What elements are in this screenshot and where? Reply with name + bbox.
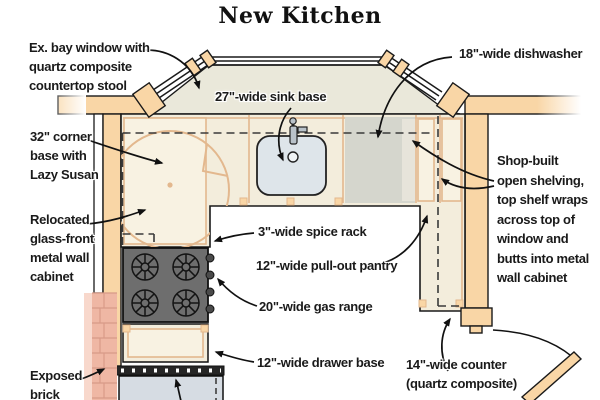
range-knobs: [205, 253, 215, 314]
label-exposed-brick: Exposed brick: [30, 368, 83, 400]
counter-edge-band: [115, 365, 225, 376]
label-spice-rack: 3"-wide spice rack: [258, 224, 367, 239]
faucet-icon: [289, 117, 308, 145]
label-gas-range: 20"-wide gas range: [259, 299, 373, 314]
annotation-arrows: [77, 49, 495, 400]
drawer-base: [122, 323, 209, 363]
pullout-pantry: [417, 118, 435, 202]
label-pullout-pantry: 12"-wide pull-out pantry: [256, 258, 398, 273]
sink-drain: [287, 151, 299, 163]
door-leaf: [520, 351, 583, 400]
side-cabinet: [441, 118, 462, 202]
label-open-shelving: Shop-built open shelving, top shelf wrap…: [497, 153, 589, 285]
gas-range: [122, 247, 215, 323]
brick-wall: [84, 292, 117, 400]
island-table: [118, 375, 224, 400]
wall-fade-right: [537, 92, 600, 118]
label-counter-14: 14"-wide counter (quartz composite): [406, 357, 517, 391]
bay-windows: [131, 49, 471, 119]
wall-fade-left: [46, 92, 86, 118]
label-sink-base: 27"-wide sink base: [215, 89, 327, 104]
label-corner-base: 32" corner base with Lazy Susan: [30, 129, 99, 182]
page-title: New Kitchen: [218, 3, 382, 29]
kitchen-sink: [256, 117, 327, 196]
label-dishwasher: 18"-wide dishwasher: [459, 46, 583, 61]
door: [460, 307, 583, 400]
label-drawer-base: 12"-wide drawer base: [257, 355, 385, 370]
window-mullion: [392, 58, 410, 78]
window-mullion: [199, 49, 217, 69]
label-wall-cabinet: Relocated glass-front metal wall cabinet: [30, 212, 94, 284]
label-bay-window: Ex. bay window with quartz composite cou…: [29, 40, 150, 93]
window-mullion: [377, 49, 395, 69]
